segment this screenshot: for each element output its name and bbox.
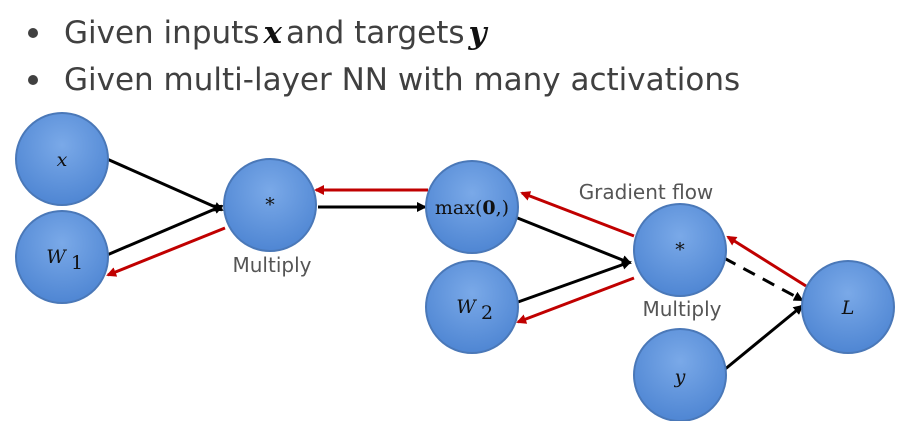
bullet-text: Given multi-layer NN with many activatio… bbox=[64, 62, 741, 98]
node-mul1-label: * bbox=[265, 194, 275, 216]
node-w2-label: W bbox=[456, 296, 477, 318]
bullet-item-network: Given multi-layer NN with many activatio… bbox=[28, 58, 740, 102]
bullet-dot-icon bbox=[28, 28, 38, 38]
node-y: y bbox=[633, 328, 727, 421]
bullet-item-inputs: Given inputs x and targets y bbox=[28, 11, 487, 55]
edge-y-to-loss bbox=[723, 304, 804, 372]
node-loss-label: L bbox=[841, 297, 855, 319]
node-y-label: y bbox=[674, 366, 686, 388]
node-loss: L bbox=[801, 260, 895, 354]
node-x-label: x bbox=[57, 149, 68, 171]
node-w1: W 1 bbox=[15, 210, 109, 304]
node-max-pre: max( bbox=[435, 197, 482, 219]
node-max-zero: 0 bbox=[482, 197, 495, 219]
node-max: max(0,) bbox=[425, 160, 519, 254]
node-w2-subscript: 2 bbox=[481, 302, 493, 324]
bullet-dot-icon bbox=[28, 75, 38, 85]
edge-x-to-mul1 bbox=[106, 157, 224, 212]
grad-mul1-to-w1 bbox=[106, 226, 226, 277]
bullet-var-y: y bbox=[468, 15, 487, 51]
node-w1-label: W bbox=[46, 246, 67, 268]
node-w2: W 2 bbox=[425, 260, 519, 354]
edge-w2-to-mul2 bbox=[517, 259, 632, 304]
edge-w1-to-mul1 bbox=[106, 204, 224, 257]
caption-multiply-2: Multiply bbox=[643, 297, 722, 321]
node-mul2: * bbox=[633, 203, 727, 297]
caption-gradient-flow: Gradient flow bbox=[579, 180, 714, 204]
bullet-var-x: x bbox=[263, 15, 282, 51]
grad-mul2-to-w2 bbox=[516, 276, 635, 324]
svg-text:max(0,): max(0,) bbox=[435, 197, 509, 219]
grad-loss-to-mul2 bbox=[726, 235, 807, 288]
caption-multiply-1: Multiply bbox=[233, 253, 312, 277]
bullet-text-mid: and targets bbox=[285, 15, 465, 51]
node-max-post: ,) bbox=[496, 197, 509, 219]
edge-max-to-mul2 bbox=[514, 215, 632, 265]
edge-mul2-to-loss bbox=[723, 256, 804, 302]
node-w1-subscript: 1 bbox=[71, 252, 83, 274]
node-mul1: * bbox=[223, 158, 317, 252]
node-x: x bbox=[15, 112, 109, 206]
bullet-text-before: Given inputs bbox=[64, 15, 260, 51]
node-mul2-label: * bbox=[675, 239, 685, 261]
grad-mul2-to-max bbox=[520, 191, 635, 238]
